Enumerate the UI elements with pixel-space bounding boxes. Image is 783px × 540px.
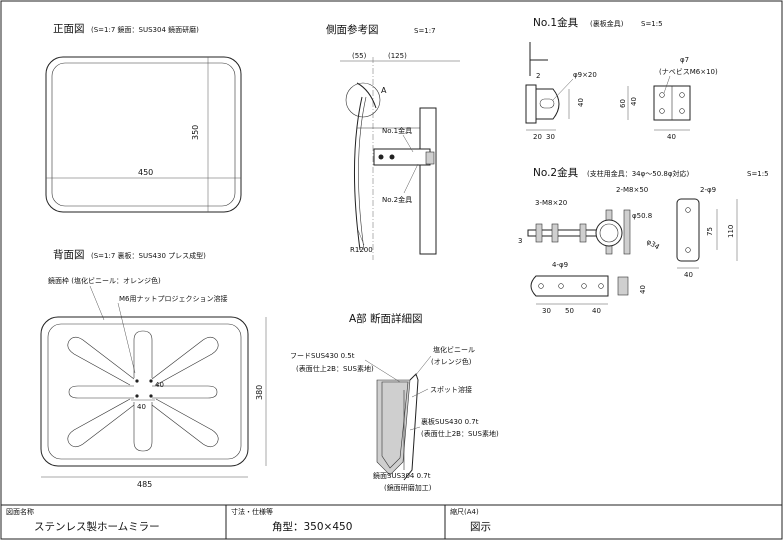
bracket1-height: 40 [577,98,585,107]
back-width-dim: 485 [137,480,152,489]
side-offset-55: (55) [352,52,367,60]
bracket2-hole: 2-φ9 [700,186,716,194]
spot-weld-callout: スポット溶接 [430,385,472,394]
bracket1-plan-w: 40 [667,133,676,141]
back-plate-finish: (表面仕上2B：SUS素地) [421,429,499,438]
front-width-dim: 450 [138,168,153,177]
bracket2-callout: No.2金具 [382,195,412,204]
back-view: 背面図 (S=1:7 裏板：SUS430 プレス成型) 鏡面枠 (塩化ビニール：… [40,248,267,489]
title-block: 図面名称 ステンレス製ホームミラー 寸法・仕様等 角型：350×450 縮尺(A… [6,507,491,533]
front-mirror-inner [51,62,236,207]
bracket2-scale: S=1:5 [747,170,769,178]
side-view-title: 側面参考図 [326,23,379,36]
back-star-embossing [67,330,219,452]
mirror-plate-finish: (鏡面研磨加工) [384,483,432,492]
bracket2-height-110: 110 [727,225,735,238]
nut-spacing-h: 40 [137,403,146,411]
back-view-title: 背面図 [53,248,85,261]
back-height-dim: 380 [255,385,264,400]
bracket1-view: No.1金具 (裏板金具) S=1:5 2 φ9×20 40 20 30 φ7 … [525,16,718,141]
back-plate-callout: 裏板SUS430 0.7t [421,417,479,426]
back-panel-outer [40,316,249,467]
vinyl-color: (オレンジ色) [431,357,472,366]
frame-callout: 鏡面枠 (塩化ビニール：オレンジ色) [48,276,161,285]
bracket2-holes: 4-φ9 [552,261,568,269]
mirror-plate-callout: 鏡面SUS304 0.7t [373,471,431,480]
drawing-name: ステンレス製ホームミラー [34,520,160,533]
bracket2-strip-h: 40 [639,285,647,294]
bracket1-hole-dia: φ7 [680,56,689,64]
bracket2-plan-strip [530,275,609,297]
hood-callout: フードSUS430 0.5t [290,352,355,360]
front-height-dim: 350 [191,125,200,140]
front-view: 正面図 (S=1:7 鏡面：SUS304 鏡面研磨) 450 350 [45,23,242,213]
bracket2-thickness: 3 [518,237,522,245]
side-view: 側面参考図 S=1:7 (55) (125) A No.1金具 No.2金具 R… [326,23,460,260]
front-view-title: 正面図 [53,23,85,35]
drawing-name-label: 図面名称 [6,507,34,516]
bracket2-dim-40: 40 [592,307,601,315]
scale-label: 縮尺(A4) [450,507,479,516]
radius-callout: R1200 [350,246,373,254]
side-view-scale: S=1:7 [414,27,436,35]
back-panel-inner [47,323,242,460]
bracket2-dim-30: 30 [542,307,551,315]
nut-marks [135,379,153,398]
scale-value: 図示 [470,521,491,533]
bracket2-plate-w: 40 [684,271,693,279]
bracket1-plate [535,88,560,120]
bracket1-title: No.1金具 [533,16,579,29]
bracket1-thickness: 2 [536,72,540,80]
bracket2-side-plate [676,198,700,262]
bracket2-dia-small: φ34 [645,238,661,252]
bracket2-height-75: 75 [706,227,714,236]
bracket2-view: No.2金具 (支柱用金具：34φ～50.8φ対応) S=1:5 2-M8×50… [518,166,769,315]
nut-spacing-v: 40 [155,381,164,389]
bracket1-slot: φ9×20 [573,71,597,79]
bracket1-w1: 20 [533,133,542,141]
back-view-spec: (S=1:7 裏板：SUS430 プレス成型) [91,251,206,260]
vinyl-callout: 塩化ビニール [433,345,475,354]
bracket1-screw: (ナベビスM6×10) [659,67,718,76]
side-offset-125: (125) [388,52,407,60]
bracket2-title: No.2金具 [533,166,579,179]
spec-value: 角型：350×450 [272,520,352,533]
bracket1-plan-60: 60 [619,99,627,108]
detail-a-circle [345,82,381,118]
nut-callout: M6用ナットプロジェクション溶接 [119,294,228,303]
spec-label: 寸法・仕様等 [231,507,273,516]
bracket1-subtitle: (裏板金具) [590,19,624,28]
side-pole [419,107,437,255]
bracket1-callout: No.1金具 [382,126,412,135]
detail-a: A部 断面詳細図 フードSUS430 0.5t (表面仕上2B：SUS素地) 塩… [290,312,499,492]
detail-a-marker: A [381,86,387,95]
bracket1-scale: S=1:5 [641,20,663,28]
bracket2-bolts: 2-M8×50 [616,186,648,194]
front-mirror-outer [45,56,242,213]
bracket2-subtitle: (支柱用金具：34φ～50.8φ対応) [587,169,689,178]
bracket1-plan-40: 40 [630,97,638,106]
hood-finish: (表面仕上2B：SUS素地) [296,364,374,373]
detail-a-title: A部 断面詳細図 [349,312,423,325]
bracket2-dim-50: 50 [565,307,574,315]
detail-a-section [376,379,411,476]
bracket2-bolts-short: 3-M8×20 [535,199,567,207]
front-view-spec: (S=1:7 鏡面：SUS304 鏡面研磨) [91,25,199,34]
bracket1-w2: 30 [546,133,555,141]
bracket2-dia-large: φ50.8 [632,212,652,220]
side-mirror-profile [353,96,363,251]
